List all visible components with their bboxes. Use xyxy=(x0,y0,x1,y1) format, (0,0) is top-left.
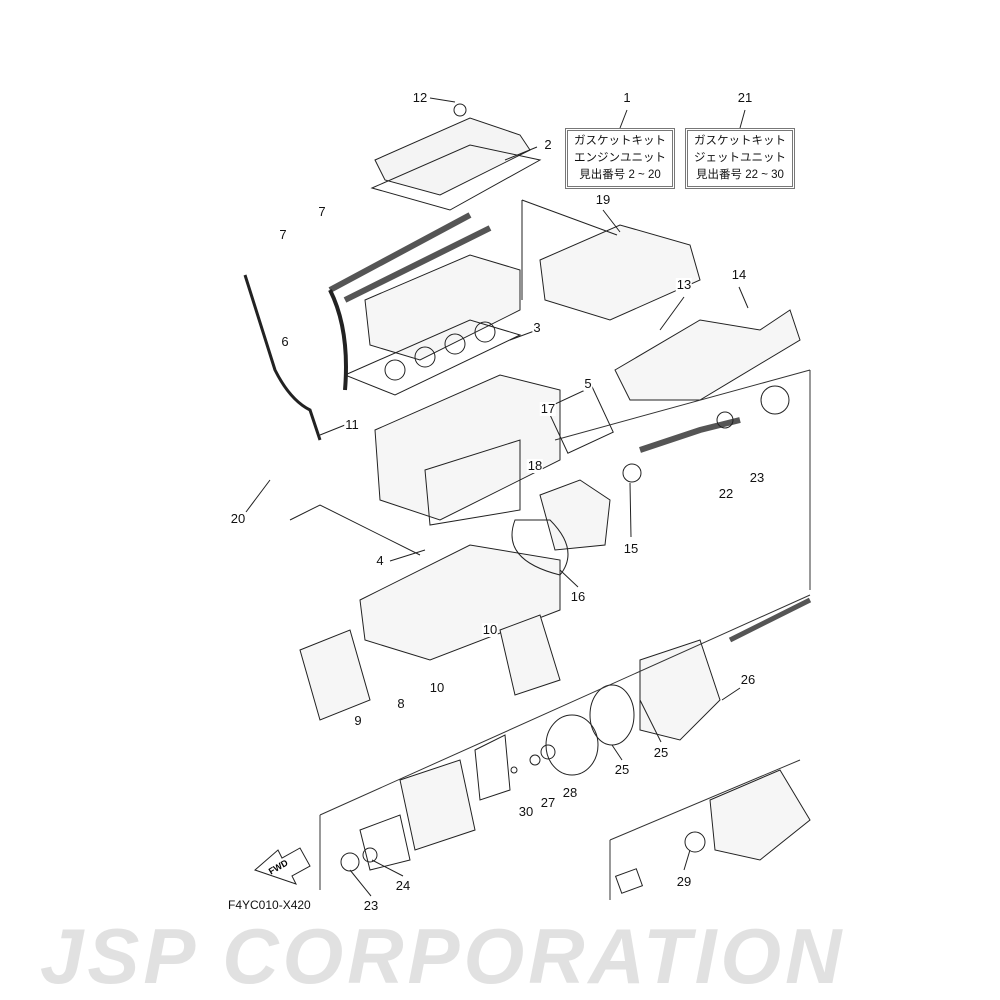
block-gasket xyxy=(424,439,521,526)
callout: 7 xyxy=(278,227,288,242)
engine-gasket-kit-box: ガスケットキット エンジンユニット 見出番号 2 ~ 20 xyxy=(565,128,675,189)
oil-cap xyxy=(453,103,467,117)
cylinder-block xyxy=(374,374,561,521)
callout: 2 xyxy=(543,137,553,152)
exhaust-manifold xyxy=(539,224,701,321)
callout: 13 xyxy=(675,277,693,292)
oil-pump-cover xyxy=(299,629,371,721)
timing-chain xyxy=(328,289,348,391)
callout: 8 xyxy=(396,696,406,711)
callout: 11 xyxy=(344,417,360,432)
kit-unit: エンジンユニット xyxy=(574,152,666,164)
callout: 23 xyxy=(362,898,380,913)
dipstick xyxy=(243,274,322,441)
callout: 16 xyxy=(569,589,587,604)
valve-cover xyxy=(374,117,531,196)
impeller-housing xyxy=(639,639,721,741)
kit-unit: ジェットユニット xyxy=(694,152,786,164)
kit-title: ガスケットキット xyxy=(574,135,666,147)
callout: 4 xyxy=(375,553,385,568)
kit-ref-range: 見出番号 22 ~ 30 xyxy=(696,169,784,181)
watermark: JSP CORPORATION xyxy=(40,912,846,1000)
callout: 7 xyxy=(317,204,327,219)
frame-lines xyxy=(319,369,811,890)
valve-cover-gasket xyxy=(370,144,542,211)
callout: 24 xyxy=(394,878,412,893)
callout: 22 xyxy=(717,486,735,501)
liner xyxy=(545,714,599,776)
callout: 9 xyxy=(353,713,363,728)
callout: 15 xyxy=(622,541,640,556)
fwd-arrow-icon xyxy=(254,847,311,885)
callout: 25 xyxy=(652,745,670,760)
kit-title: ガスケットキット xyxy=(694,135,786,147)
drive-shaft xyxy=(639,417,741,453)
callout-1: 1 xyxy=(622,90,632,105)
nozzle xyxy=(709,769,811,861)
callout: 14 xyxy=(730,267,748,282)
callout-21: 21 xyxy=(736,90,754,105)
callout: 25 xyxy=(613,762,631,777)
water-pump xyxy=(499,614,561,696)
callout: 29 xyxy=(675,874,693,889)
callout: 28 xyxy=(561,785,579,800)
head-gasket xyxy=(343,319,522,396)
stator-cover xyxy=(539,479,611,551)
callout: 12 xyxy=(411,90,429,105)
crankcase xyxy=(359,544,561,661)
intake-housing xyxy=(399,759,476,851)
bearing-housing xyxy=(359,814,411,871)
jet-gasket-kit-box: ガスケットキット ジェットユニット 見出番号 22 ~ 30 xyxy=(685,128,795,189)
callout: 3 xyxy=(532,320,542,335)
impeller-shaft xyxy=(728,597,812,643)
callout: 6 xyxy=(280,334,290,349)
cover-gasket xyxy=(511,519,569,576)
callout: 17 xyxy=(539,401,557,416)
callout: 18 xyxy=(526,458,544,473)
callout: 26 xyxy=(739,672,757,687)
callout: 23 xyxy=(748,470,766,485)
kit-ref-range: 見出番号 2 ~ 20 xyxy=(579,169,661,181)
impeller xyxy=(474,734,511,801)
callout: 5 xyxy=(583,376,593,391)
cylinder-head xyxy=(364,254,521,361)
callout: 19 xyxy=(594,192,612,207)
camshafts xyxy=(328,212,492,303)
callout: 30 xyxy=(517,804,535,819)
callout: 27 xyxy=(539,795,557,810)
leader-lines xyxy=(245,97,749,897)
callout: 10 xyxy=(428,680,446,695)
callout: 10 xyxy=(481,622,499,637)
oil-cooler xyxy=(546,386,614,454)
callout: 20 xyxy=(229,511,247,526)
diagram-code: F4YC010-X420 xyxy=(228,898,311,912)
exhaust-pipe xyxy=(614,309,801,401)
